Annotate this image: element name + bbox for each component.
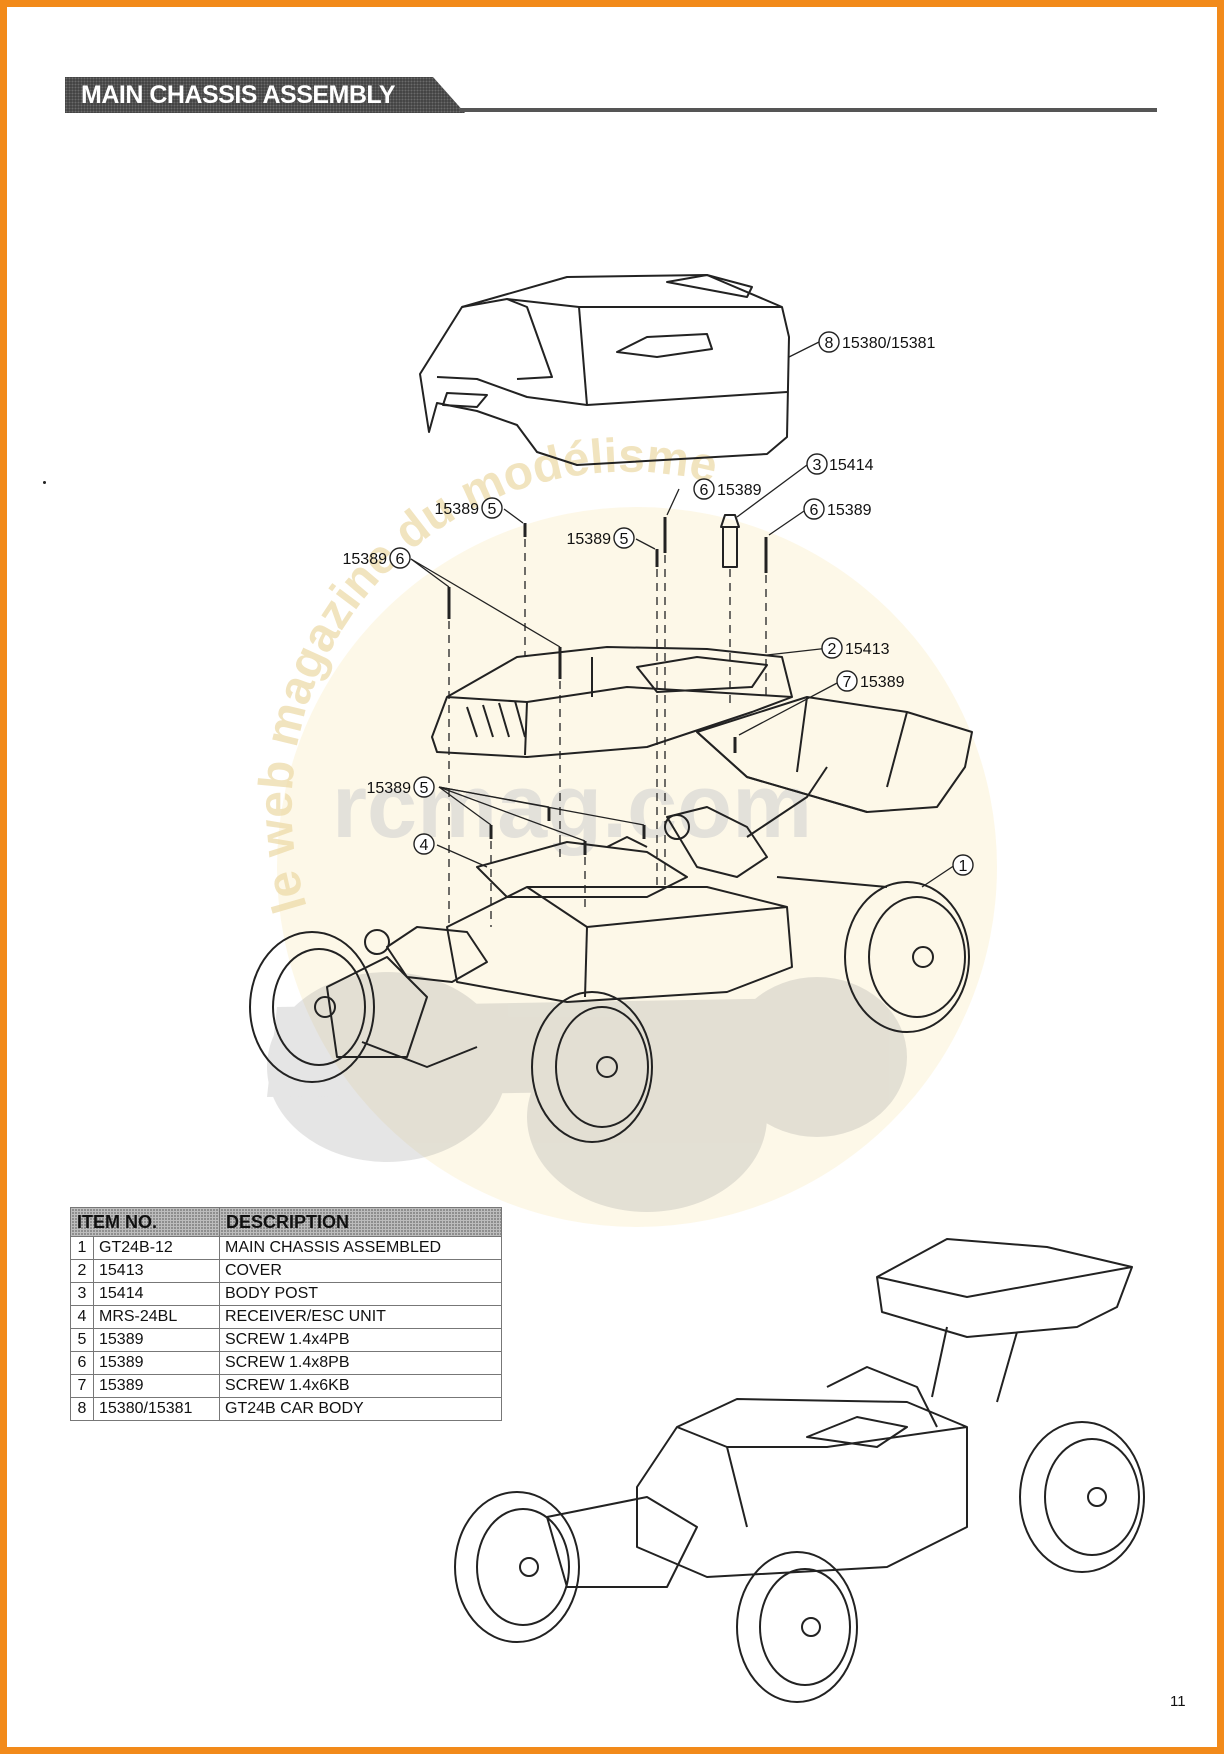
watermark-buggy xyxy=(267,972,907,1212)
assembly-guides xyxy=(448,539,767,927)
screws xyxy=(447,517,768,855)
row-index: 3 xyxy=(70,1282,94,1306)
column-header-item: ITEM NO. xyxy=(70,1207,220,1237)
assembled-buggy xyxy=(454,1238,1145,1703)
body-post xyxy=(720,514,740,568)
column-header-description: DESCRIPTION xyxy=(219,1207,502,1237)
table-row: 4 MRS-24BL RECEIVER/ESC UNIT xyxy=(70,1305,502,1329)
callout-part: 15389 xyxy=(860,674,905,691)
row-index: 7 xyxy=(70,1374,94,1398)
table-row: 6 15389 SCREW 1.4x8PB xyxy=(70,1351,502,1375)
row-index: 8 xyxy=(70,1397,94,1421)
callout-screw5-mid: 15389 5 xyxy=(567,527,635,549)
watermark-brand: rcmag.com xyxy=(332,757,812,857)
callout-screw6-left: 15389 6 xyxy=(343,547,411,569)
row-part-number: 15380/15381 xyxy=(93,1397,220,1421)
table-row: 8 15380/15381 GT24B CAR BODY xyxy=(70,1397,502,1421)
row-index: 6 xyxy=(70,1351,94,1375)
callout-screw5-topleft: 15389 5 xyxy=(435,497,503,519)
section-header: MAIN CHASSIS ASSEMBLY xyxy=(65,77,1157,113)
callout-part: 15389 xyxy=(567,531,612,548)
row-index: 4 xyxy=(70,1305,94,1329)
callout-screw5-lower: 15389 5 xyxy=(367,776,435,798)
row-description: COVER xyxy=(219,1259,502,1283)
table-row: 3 15414 BODY POST xyxy=(70,1282,502,1306)
callout-chassis: 1 xyxy=(952,854,974,876)
watermark-disc xyxy=(277,507,997,1227)
callout-part: 15413 xyxy=(845,641,890,658)
table-row: 5 15389 SCREW 1.4x4PB xyxy=(70,1328,502,1352)
callout-body: 8 15380/15381 xyxy=(818,331,936,353)
row-index: 5 xyxy=(70,1328,94,1352)
callout-num: 1 xyxy=(959,858,968,875)
callout-num: 3 xyxy=(813,457,822,474)
callout-part: 15389 xyxy=(435,501,480,518)
leader-lines xyxy=(410,341,956,888)
page-title: MAIN CHASSIS ASSEMBLY xyxy=(81,81,396,109)
row-description: GT24B CAR BODY xyxy=(219,1397,502,1421)
callout-num: 5 xyxy=(620,531,629,548)
callout-part: 15389 xyxy=(367,780,412,797)
row-index: 2 xyxy=(70,1259,94,1283)
chassis-assembly xyxy=(326,766,888,1068)
callout-esc: 4 xyxy=(413,833,435,855)
callout-num: 6 xyxy=(700,482,709,499)
table-row: 7 15389 SCREW 1.4x6KB xyxy=(70,1374,502,1398)
callout-num: 7 xyxy=(843,674,852,691)
table-header-row: ITEM NO. DESCRIPTION xyxy=(70,1207,502,1237)
row-part-number: MRS-24BL xyxy=(93,1305,220,1329)
row-description: SCREW 1.4x6KB xyxy=(219,1374,502,1398)
callout-num: 2 xyxy=(828,641,837,658)
callout-num: 5 xyxy=(488,501,497,518)
rear-wing xyxy=(696,696,973,813)
row-description: BODY POST xyxy=(219,1282,502,1306)
wheel-rear-right xyxy=(844,881,970,1033)
callout-part: 15380/15381 xyxy=(842,335,936,352)
row-description: RECEIVER/ESC UNIT xyxy=(219,1305,502,1329)
callout-cover: 2 15413 xyxy=(821,637,890,659)
callout-screw7: 7 15389 xyxy=(836,670,905,692)
car-body-shell xyxy=(419,274,790,466)
callout-num: 4 xyxy=(420,837,429,854)
parts-table: ITEM NO. DESCRIPTION 1 GT24B-12 MAIN CHA… xyxy=(70,1207,502,1421)
row-description: MAIN CHASSIS ASSEMBLED xyxy=(219,1236,502,1260)
title-rule xyxy=(460,108,1157,112)
callout-num: 8 xyxy=(825,335,834,352)
row-part-number: 15414 xyxy=(93,1282,220,1306)
callout-screw6-mid: 6 15389 xyxy=(693,478,762,500)
wheel-front-left xyxy=(249,931,375,1083)
exploded-diagram: 8 15380/15381 3 15414 6 15389 6 15389 15… xyxy=(249,274,1145,1703)
row-part-number: 15389 xyxy=(93,1374,220,1398)
callout-num: 5 xyxy=(420,780,429,797)
table-row: 2 15413 COVER xyxy=(70,1259,502,1283)
row-part-number: GT24B-12 xyxy=(93,1236,220,1260)
callout-post: 3 15414 xyxy=(806,453,874,475)
row-description: SCREW 1.4x4PB xyxy=(219,1328,502,1352)
cover xyxy=(431,646,793,758)
page-number: 11 xyxy=(1170,1693,1186,1710)
callout-screw6-right: 6 15389 xyxy=(803,498,872,520)
callout-part: 15414 xyxy=(829,457,874,474)
wheel-front-right xyxy=(531,991,653,1143)
callout-part: 15389 xyxy=(343,551,388,568)
row-description: SCREW 1.4x8PB xyxy=(219,1351,502,1375)
callout-num: 6 xyxy=(396,551,405,568)
table-row: 1 GT24B-12 MAIN CHASSIS ASSEMBLED xyxy=(70,1236,502,1260)
row-index: 1 xyxy=(70,1236,94,1260)
callout-part: 15389 xyxy=(827,502,872,519)
row-part-number: 15413 xyxy=(93,1259,220,1283)
callout-num: 6 xyxy=(810,502,819,519)
row-part-number: 15389 xyxy=(93,1328,220,1352)
title-banner: MAIN CHASSIS ASSEMBLY xyxy=(65,77,465,113)
row-part-number: 15389 xyxy=(93,1351,220,1375)
speck xyxy=(43,481,46,484)
callout-part: 15389 xyxy=(717,482,762,499)
